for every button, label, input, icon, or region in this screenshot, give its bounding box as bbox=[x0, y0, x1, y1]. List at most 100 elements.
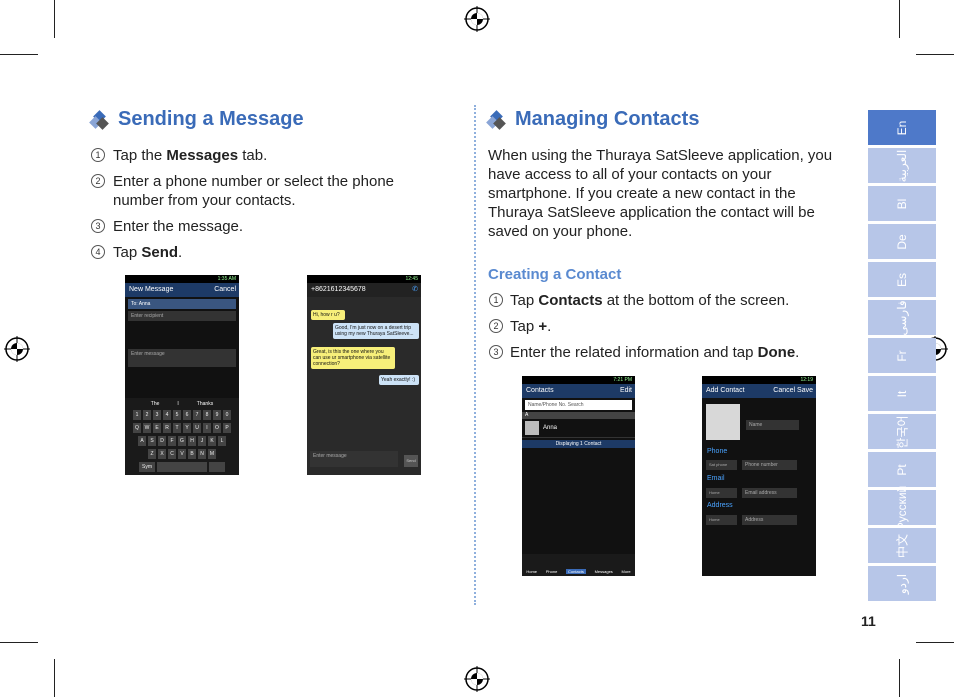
crop-mark bbox=[916, 642, 954, 643]
step-text-post: . bbox=[795, 344, 800, 361]
language-tab[interactable]: 中文 bbox=[868, 528, 936, 563]
step-text-pre: Tap bbox=[113, 244, 142, 261]
language-tab[interactable]: It bbox=[868, 376, 936, 411]
language-tab[interactable]: Bl bbox=[868, 186, 936, 221]
keyboard-key: U bbox=[193, 423, 201, 433]
language-tab[interactable]: اردو bbox=[868, 566, 936, 601]
page-number: 11 bbox=[861, 613, 876, 629]
language-tab[interactable]: En bbox=[868, 110, 936, 145]
email-field: Email address bbox=[742, 488, 797, 498]
keyboard-key: 3 bbox=[153, 410, 161, 420]
language-tab-label: 中文 bbox=[895, 533, 910, 558]
language-tab-label: Русский bbox=[895, 485, 909, 530]
keyboard-key: 2 bbox=[143, 410, 151, 420]
keyboard-key: 7 bbox=[193, 410, 201, 420]
keyboard-key: Y bbox=[183, 423, 191, 433]
keyboard-key: V bbox=[178, 449, 186, 459]
phone-label: Phone bbox=[707, 448, 728, 455]
registration-mark-icon bbox=[464, 6, 490, 32]
email-label: Email bbox=[707, 475, 725, 482]
step-number: 2 bbox=[489, 319, 503, 333]
status-bar: 12:45 bbox=[307, 275, 421, 283]
phone-icon: ✆ bbox=[412, 286, 418, 293]
step-text: Enter the related information and tap Do… bbox=[510, 343, 840, 362]
language-tab[interactable]: 한국어 bbox=[868, 414, 936, 449]
address-type: Home bbox=[706, 515, 737, 525]
language-tab-label: Bl bbox=[895, 198, 909, 209]
keyboard-key: 1 bbox=[133, 410, 141, 420]
send-button: Send bbox=[404, 455, 418, 467]
diamond-bullet-icon bbox=[89, 109, 109, 130]
status-bar: 7:21 PM bbox=[522, 376, 635, 384]
sym-key: Sym bbox=[139, 462, 155, 472]
step-text-post: tab. bbox=[238, 147, 268, 164]
keyboard-key: P bbox=[223, 423, 231, 433]
step-text-pre: Tap the bbox=[113, 147, 167, 164]
keyboard-key: B bbox=[188, 449, 196, 459]
step-text: Enter a phone number or select the phone… bbox=[113, 172, 413, 210]
language-tab-label: اردو bbox=[895, 573, 909, 594]
contact-name: Anna bbox=[543, 425, 558, 431]
suggestion: Thanks bbox=[196, 401, 214, 407]
keyboard-key: W bbox=[143, 423, 151, 433]
language-tab-label: فارسی bbox=[895, 299, 909, 336]
language-tab[interactable]: Es bbox=[868, 262, 936, 297]
step-text-bold: Messages bbox=[166, 147, 239, 164]
suggestion: I bbox=[177, 401, 179, 407]
language-tab-label: It bbox=[895, 390, 909, 397]
keyboard-key: R bbox=[163, 423, 171, 433]
nav-phone: Phone bbox=[545, 569, 558, 574]
language-tab[interactable]: Pt bbox=[868, 452, 936, 487]
step-text: Tap Send. bbox=[113, 243, 433, 262]
app-bar-title: New Message bbox=[129, 286, 174, 293]
step-text: Enter the message. bbox=[113, 217, 433, 236]
language-tab-label: Fr bbox=[895, 349, 909, 362]
language-tab[interactable]: العربية bbox=[868, 148, 936, 183]
bottom-nav: Home Phone Contacts Messages More bbox=[522, 554, 635, 576]
registration-mark-icon bbox=[4, 336, 30, 362]
enter-key bbox=[209, 462, 225, 472]
recipient-field: Enter recipient bbox=[128, 311, 236, 321]
crop-mark bbox=[899, 659, 900, 697]
keyboard-key: T bbox=[173, 423, 181, 433]
phone-type: Sat phone bbox=[706, 460, 737, 470]
registration-mark-icon bbox=[464, 666, 490, 692]
step-number: 1 bbox=[91, 148, 105, 162]
step-text-pre: Tap bbox=[510, 292, 539, 309]
language-tab[interactable]: Русский bbox=[868, 485, 936, 530]
step-text-pre: Tap bbox=[510, 318, 539, 335]
step-text-post: . bbox=[547, 318, 552, 335]
step-number: 3 bbox=[489, 345, 503, 359]
keyboard-key: L bbox=[218, 436, 226, 446]
keyboard-key: A bbox=[138, 436, 146, 446]
name-field: Name bbox=[746, 420, 799, 430]
language-tab[interactable]: Fr bbox=[868, 338, 936, 373]
message-input: Enter message bbox=[310, 451, 398, 467]
key-row: Sym bbox=[125, 462, 239, 472]
section-title-text: Sending a Message bbox=[118, 108, 304, 130]
status-bar: 12:19 bbox=[702, 376, 816, 384]
app-bar-title: Contacts bbox=[526, 387, 554, 394]
language-tab-label: العربية bbox=[895, 149, 909, 182]
to-field: To: Anna bbox=[128, 299, 236, 309]
step-number: 3 bbox=[91, 219, 105, 233]
step-text-bold: Send bbox=[141, 244, 179, 261]
app-bar: New Message Cancel bbox=[125, 283, 239, 297]
step-text-bold: Contacts bbox=[538, 292, 603, 309]
keyboard-key: 5 bbox=[173, 410, 181, 420]
language-tab-label: De bbox=[895, 233, 909, 250]
cancel-button: Cancel bbox=[214, 286, 236, 293]
column-divider bbox=[474, 105, 476, 605]
language-tab[interactable]: De bbox=[868, 224, 936, 259]
keyboard-key: 4 bbox=[163, 410, 171, 420]
address-label: Address bbox=[707, 502, 733, 509]
app-bar-title: Add Contact bbox=[706, 387, 745, 394]
language-tab[interactable]: فارسی bbox=[868, 300, 936, 335]
language-tab-label: Es bbox=[895, 272, 909, 287]
